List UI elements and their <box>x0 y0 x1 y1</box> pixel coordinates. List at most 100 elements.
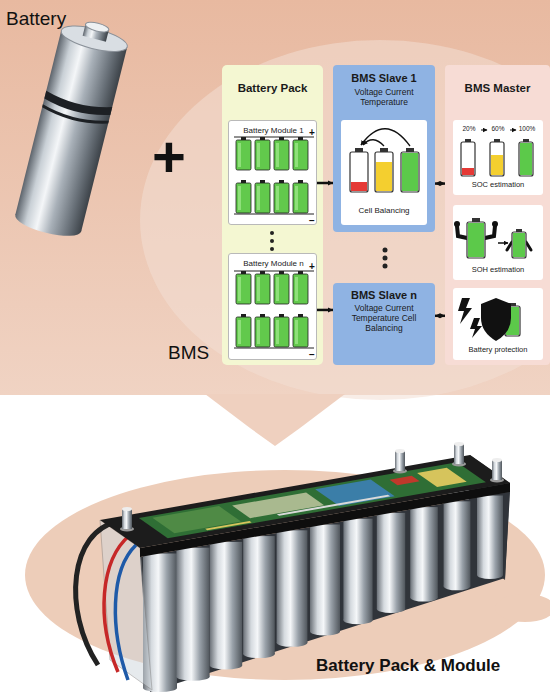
balancing-symbol-part <box>355 148 363 152</box>
function-box: Battery protection <box>453 288 543 360</box>
connector-arrow <box>317 309 333 312</box>
cell-symbol-part <box>236 317 251 347</box>
protection-symbol-part <box>509 303 516 306</box>
cell-symbol-part <box>274 140 289 170</box>
terminal-post-part <box>122 509 132 529</box>
cell-symbol-part <box>274 183 289 213</box>
module-busbar <box>234 214 314 215</box>
percent-value: 100% <box>514 125 540 132</box>
figure-caption: Battery Pack & Module <box>316 657 500 674</box>
soh-symbol-part <box>512 232 526 258</box>
continuation-dots <box>270 231 388 269</box>
cell-symbol-part <box>260 271 265 274</box>
soh-symbol-part <box>472 218 480 222</box>
battery-illustration-part <box>59 21 130 57</box>
soh-symbol-part <box>485 226 495 238</box>
protection-symbol-part <box>505 306 520 336</box>
module-busbar <box>234 137 314 138</box>
soh-symbol-part <box>457 226 467 238</box>
pack-panel: Battery PackBattery Module 1Battery Modu… <box>222 65 323 365</box>
cell-symbol <box>255 271 270 304</box>
cell-symbol-part <box>255 183 270 213</box>
cell-cylinder <box>410 507 438 601</box>
function-name: SOH estimation <box>453 266 543 275</box>
cell-cylinder-part <box>410 507 438 597</box>
soc-symbol-part <box>481 130 487 131</box>
panel-heading: BMS Master <box>445 82 550 95</box>
cell-cylinder-part <box>310 525 340 632</box>
illustration-label: BMS <box>168 343 209 362</box>
cell-symbol-part <box>276 277 279 301</box>
cell-symbol-part <box>295 186 298 210</box>
soc-symbol-part <box>494 139 500 142</box>
percent-value: 60% <box>487 125 509 132</box>
battery-pack-illustration <box>76 442 510 692</box>
cell-symbol-part <box>236 274 251 304</box>
module-busbar <box>234 348 314 349</box>
bms-slave-panel: BMS Slave 1Voltage Current TemperatureCe… <box>333 65 435 232</box>
pack-backdrop-blob <box>495 594 550 622</box>
module-title: Battery Module 1 <box>229 126 318 135</box>
cell-cylinder <box>377 513 405 613</box>
soh-symbol-part <box>467 222 485 258</box>
cell-symbol-part <box>255 317 270 347</box>
soc-symbol-part <box>462 168 474 175</box>
cell-symbol-part <box>298 180 303 183</box>
balancing-symbol-part <box>363 140 384 146</box>
cell-symbol-part <box>293 140 308 170</box>
terminal-post-part <box>395 451 405 471</box>
soh-symbol-part <box>526 242 531 250</box>
cell-symbol-part <box>274 317 289 347</box>
terminal-sign: + <box>309 262 315 272</box>
soh-symbol-part <box>468 223 484 257</box>
cell-symbol-part <box>276 320 279 344</box>
function-name: SOC estimation <box>453 181 543 190</box>
soh-symbol <box>454 218 531 258</box>
cell-symbol-part <box>293 183 308 213</box>
panel-heading: Battery Pack <box>222 82 323 95</box>
cell-symbol-part <box>257 143 260 167</box>
percent-value: 20% <box>458 125 480 132</box>
cell-cylinder-part <box>210 542 242 666</box>
continuation-dots-part <box>270 247 274 251</box>
cell-cylinder-part <box>277 530 308 643</box>
cell-symbol-part <box>238 143 241 167</box>
battery-illustration-part <box>43 91 112 120</box>
cell-symbol-part <box>241 180 246 183</box>
cell-symbol-part <box>274 274 289 304</box>
function-name: Battery protection <box>453 346 543 355</box>
module-box: Battery Module 1 <box>228 120 317 225</box>
board-component <box>152 506 241 533</box>
cell-symbol-part <box>298 137 303 140</box>
cell-symbol <box>236 314 251 347</box>
cell-symbol-part <box>293 317 308 347</box>
cell-cylinder-part <box>377 513 405 609</box>
cell-cylinders <box>143 496 503 692</box>
continuation-dots-part <box>383 256 388 261</box>
terminal-post-part <box>395 449 405 453</box>
soh-symbol-part <box>454 221 460 227</box>
measurement-list: Voltage Current Temperature <box>351 88 417 108</box>
balancing-symbol-part <box>376 162 392 191</box>
continuation-dots-part <box>383 264 388 269</box>
cable <box>76 522 118 665</box>
soc-symbol-part <box>519 142 533 176</box>
cell-symbol <box>274 314 289 347</box>
cell-symbol-part <box>279 271 284 274</box>
cell-symbol <box>293 180 308 213</box>
balancing-symbol-part <box>401 152 419 192</box>
cell-symbol <box>255 137 270 170</box>
terminal-post-part <box>122 507 132 511</box>
cell-symbol-part <box>279 180 284 183</box>
terminal-post-part <box>492 460 502 480</box>
soh-symbol-part <box>513 233 525 257</box>
soc-symbol-part <box>491 155 503 175</box>
battery-illustration-part <box>41 104 109 128</box>
module-cells <box>236 137 308 347</box>
cell-symbol-part <box>293 274 308 304</box>
cell-cylinder-part <box>243 536 275 654</box>
soc-symbol-part <box>520 143 532 175</box>
terminal-post-part <box>454 444 464 464</box>
